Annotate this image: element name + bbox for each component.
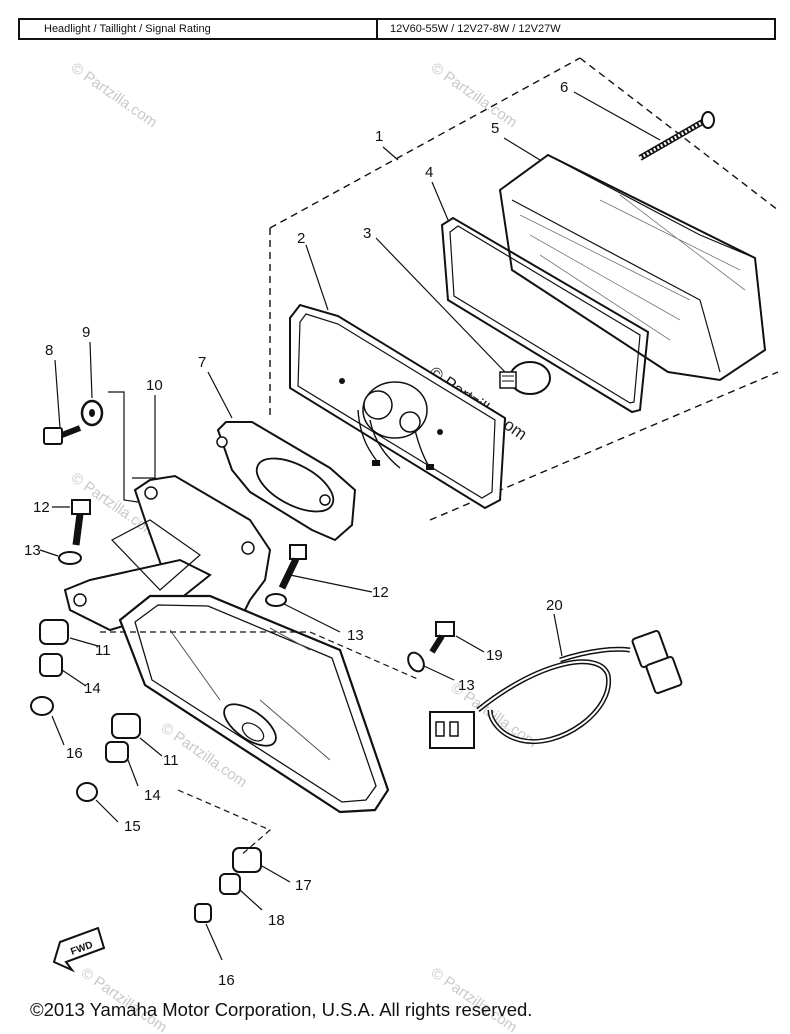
washer-9 xyxy=(80,399,104,427)
wire-harness xyxy=(429,629,683,749)
callout-16-left: 16 xyxy=(66,745,83,762)
taillight-bulb xyxy=(499,361,551,395)
washer-13-right xyxy=(407,651,425,673)
watermark-2: © Partzilla.com xyxy=(428,59,521,131)
light-stay-plate xyxy=(216,421,357,542)
callout-3: 3 xyxy=(363,225,371,242)
callout-20: 20 xyxy=(546,597,563,614)
callout-14-left: 14 xyxy=(84,680,101,697)
collar-14-right xyxy=(105,741,129,763)
taillight-base xyxy=(289,303,507,510)
callout-13-left: 13 xyxy=(24,542,41,559)
callout-17: 17 xyxy=(295,877,312,894)
watermark-1: © Partzilla.com xyxy=(68,59,161,131)
callout-15: 15 xyxy=(124,818,141,835)
taillight-lens xyxy=(498,153,767,382)
license-plate-frame xyxy=(118,594,390,814)
callout-7: 7 xyxy=(198,354,206,371)
callout-5: 5 xyxy=(491,120,499,137)
callout-13-right: 13 xyxy=(458,677,475,694)
copyright-notice: ©2013 Yamaha Motor Corporation, U.S.A. A… xyxy=(30,999,533,1020)
bolt-8 xyxy=(43,425,82,445)
callout-12-right: 12 xyxy=(372,584,389,601)
collar-18 xyxy=(219,873,241,895)
callout-9: 9 xyxy=(82,324,90,341)
callout-1: 1 xyxy=(375,128,383,145)
callout-10: 10 xyxy=(146,377,163,394)
callout-11-left: 11 xyxy=(95,642,111,659)
grommet-11-right xyxy=(111,713,141,739)
rating-table: Headlight / Taillight / Signal Rating 12… xyxy=(18,18,776,40)
lens-gasket xyxy=(440,216,650,414)
washer-13-lower xyxy=(265,593,287,607)
leader-lines xyxy=(39,91,661,961)
callout-12-left: 12 xyxy=(33,499,50,516)
callout-13-middle: 13 xyxy=(347,627,364,644)
nut-16-left xyxy=(30,696,54,716)
grommet-11-left xyxy=(39,619,69,645)
callout-18: 18 xyxy=(268,912,285,929)
callout-2: 2 xyxy=(297,230,305,247)
bolt-12-lower xyxy=(278,544,307,590)
collar-14-left xyxy=(39,653,63,677)
washer-13-upper xyxy=(58,551,82,565)
forward-arrow: FWD xyxy=(52,926,106,973)
rating-label: Headlight / Taillight / Signal Rating xyxy=(20,20,378,38)
bolt-19 xyxy=(429,621,455,654)
callout-4: 4 xyxy=(425,164,433,181)
callout-16-bottom: 16 xyxy=(218,972,235,989)
callout-numbers: 1 2 3 4 5 6 7 8 9 10 11 11 12 12 13 13 1… xyxy=(24,79,568,989)
callout-11-right: 11 xyxy=(163,752,179,769)
grommet-17 xyxy=(232,847,262,873)
callout-6: 6 xyxy=(560,79,568,96)
nut-15 xyxy=(76,782,98,802)
lens-screw xyxy=(638,111,715,161)
callout-8: 8 xyxy=(45,342,53,359)
callout-19: 19 xyxy=(486,647,503,664)
rating-value: 12V60-55W / 12V27-8W / 12V27W xyxy=(390,23,561,35)
nut-16-bottom xyxy=(194,903,212,923)
assembly-dash-top xyxy=(269,57,581,229)
bolt-12-upper xyxy=(71,499,91,546)
callout-14-right: 14 xyxy=(144,787,161,804)
